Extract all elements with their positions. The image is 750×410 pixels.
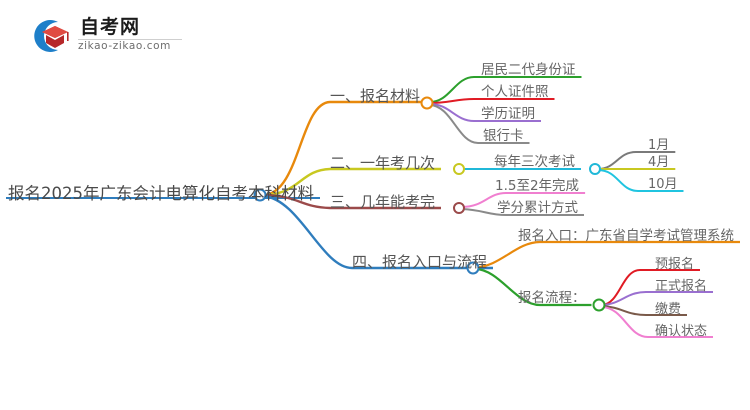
leaf-node-photo[interactable]: 个人证件照	[481, 84, 549, 100]
leaf-node-process[interactable]: 报名流程：	[518, 290, 586, 306]
graduation-cap-icon	[32, 16, 74, 56]
logo-url-text: zikao-zikao.com	[78, 40, 171, 52]
logo-divider	[78, 39, 182, 40]
leaf-node-duration[interactable]: 1.5至2年完成	[495, 178, 580, 194]
leaf-node-entry-portal[interactable]: 报名入口：广东省自学考试管理系统	[518, 228, 734, 244]
leaf-node-pre-register[interactable]: 预报名	[655, 257, 695, 272]
site-logo: 自考网 zikao-zikao.com	[32, 14, 182, 58]
leaf-node-three-exams[interactable]: 每年三次考试	[494, 154, 575, 170]
leaf-node-education-cert[interactable]: 学历证明	[481, 106, 535, 122]
leaf-node-month-jan[interactable]: 1月	[648, 138, 670, 153]
root-node-label[interactable]: 报名2025年广东会计电算化自考本科材料	[8, 184, 314, 203]
leaf-node-month-apr[interactable]: 4月	[648, 155, 670, 170]
leaf-node-payment[interactable]: 缴费	[655, 302, 682, 317]
leaf-node-formal-register[interactable]: 正式报名	[655, 279, 708, 294]
leaf-node-credit-method[interactable]: 学分累计方式	[497, 200, 578, 216]
leaf-node-month-oct[interactable]: 10月	[648, 177, 678, 192]
branch-node-3[interactable]: 三、几年能考完	[330, 193, 436, 211]
branch-node-1[interactable]: 一、报名材料	[330, 87, 421, 105]
leaf-node-confirm-status[interactable]: 确认状态	[655, 324, 708, 339]
leaf-node-id-card[interactable]: 居民二代身份证	[481, 62, 576, 78]
branch-node-4[interactable]: 四、报名入口与流程	[352, 253, 488, 271]
branch-node-2[interactable]: 二、一年考几次	[330, 154, 436, 172]
leaf-node-bank-card[interactable]: 银行卡	[483, 128, 524, 144]
logo-brand-text: 自考网	[80, 16, 141, 38]
